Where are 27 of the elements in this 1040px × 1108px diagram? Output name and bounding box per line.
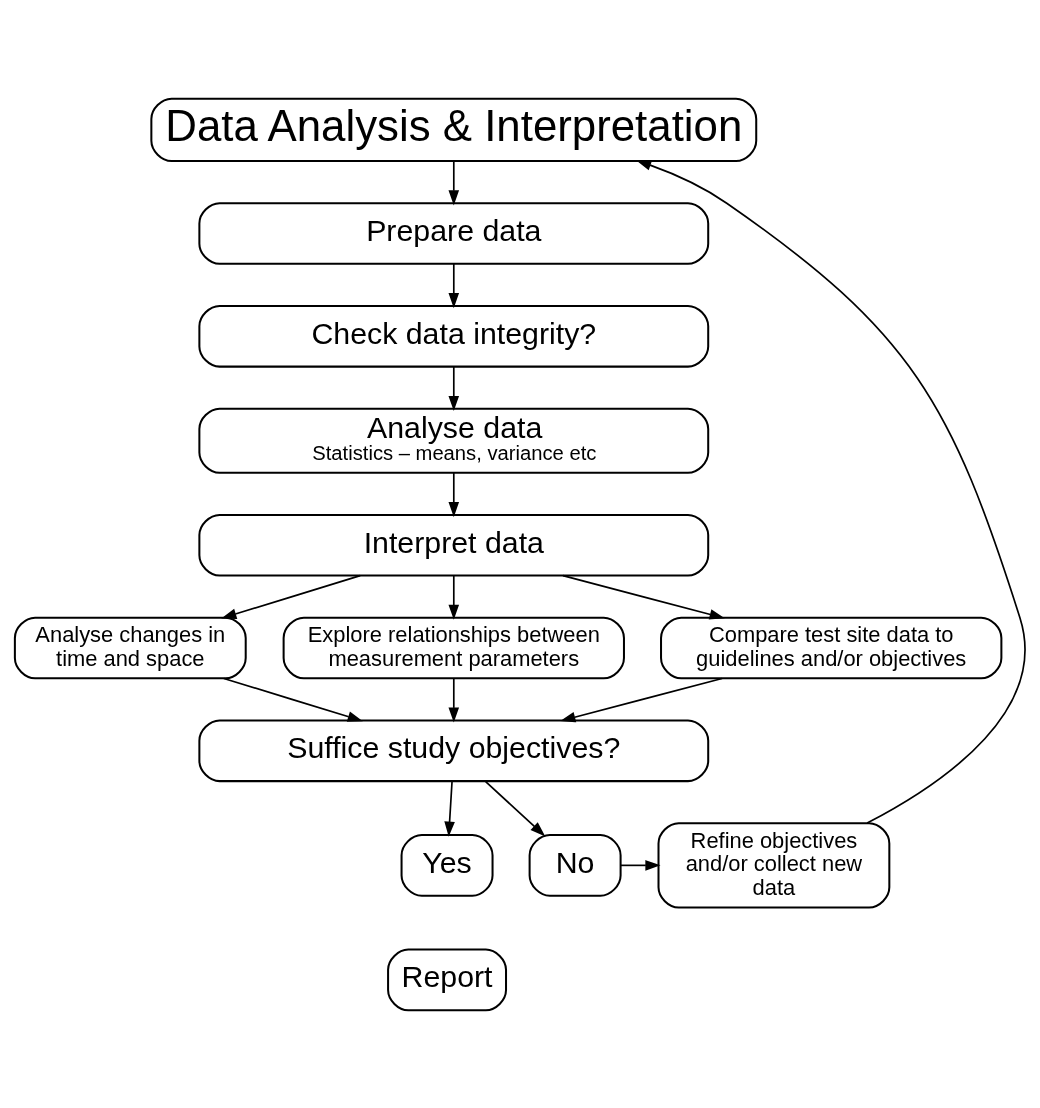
arrow — [636, 159, 1026, 824]
arrow — [448, 471, 460, 517]
node-box: Check data integrity? — [198, 304, 710, 368]
arrow — [484, 780, 546, 836]
node-box: Interpret data — [198, 513, 710, 577]
node-box: Data Analysis & Interpretation — [150, 97, 758, 162]
arrow — [221, 574, 362, 619]
node-box: Yes — [400, 833, 494, 897]
node-box: Analyse changes in time and space — [13, 616, 247, 679]
arrow — [620, 859, 661, 871]
node-box: Suffice study objectives? — [198, 718, 710, 782]
node-box: Compare test site data to guidelines and/or objectives — [660, 616, 1003, 679]
arrow — [448, 262, 460, 308]
arrow — [560, 677, 723, 722]
node-box: Explore relationships between measurement parameters — [282, 616, 625, 679]
arrow — [448, 574, 460, 620]
node-box: Refine objectives and/or collect new data — [657, 821, 891, 908]
arrow — [448, 159, 460, 205]
arrow — [448, 365, 460, 411]
arrow — [562, 574, 725, 620]
arrow — [448, 677, 460, 723]
node-box: Prepare data — [198, 201, 710, 265]
arrow — [223, 677, 363, 722]
arrow — [444, 780, 455, 837]
node-box: Report — [387, 948, 508, 1011]
node-box: No — [528, 833, 622, 897]
node-box: Analyse data Statistics – means, variance etc — [198, 407, 710, 474]
